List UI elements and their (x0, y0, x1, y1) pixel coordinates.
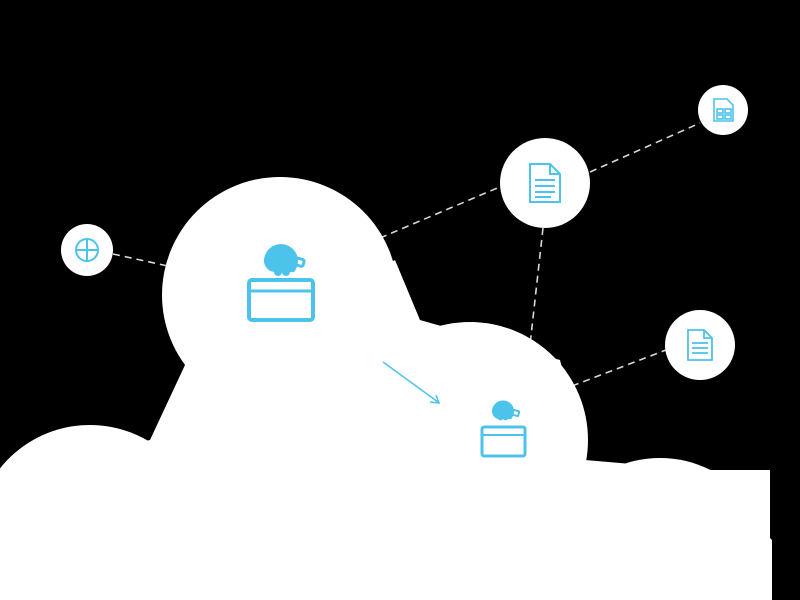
connector-spreadsheet (589, 122, 701, 173)
document-icon (529, 163, 561, 203)
secondary-server-icon (480, 400, 527, 458)
arrow-head (429, 394, 441, 404)
spreadsheet-node[interactable] (698, 85, 748, 135)
connector-lines (112, 122, 701, 387)
globe-node[interactable] (61, 224, 113, 276)
flow-arrow (382, 361, 439, 403)
main-server-icon (247, 244, 315, 322)
globe-icon (75, 238, 99, 262)
spreadsheet-icon (713, 98, 734, 122)
connector-doc-vertical (529, 227, 544, 346)
connector-doc-right (571, 349, 667, 387)
cloud-shape (0, 177, 772, 600)
connector-doc-center (379, 185, 503, 239)
document-icon (687, 329, 713, 361)
document-center-node[interactable] (500, 138, 590, 228)
connector-globe (112, 253, 169, 267)
document-right-node[interactable] (665, 310, 735, 380)
